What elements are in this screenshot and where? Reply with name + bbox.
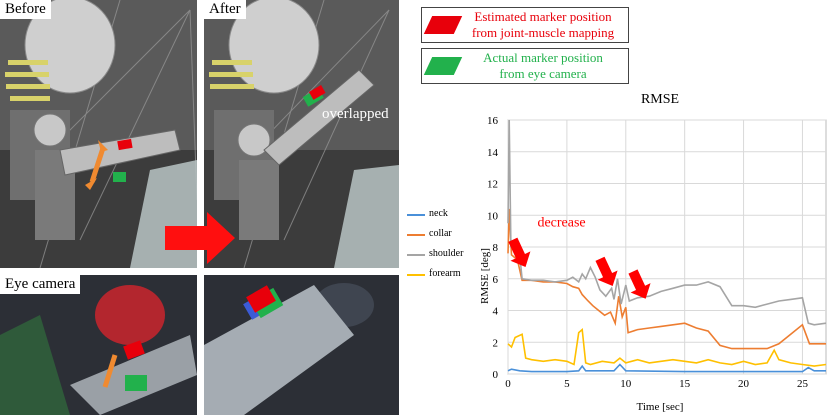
actual-legend-line1: Actual marker position bbox=[483, 50, 603, 65]
chart-title: RMSE bbox=[641, 92, 679, 107]
series-line-shoulder bbox=[507, 119, 827, 326]
series-line-collar bbox=[507, 208, 826, 350]
annotation-layer: decrease bbox=[508, 215, 651, 299]
x-tick-label: 5 bbox=[564, 378, 570, 390]
legend-line-forearm bbox=[407, 274, 425, 276]
before-label: Before bbox=[0, 0, 51, 19]
x-axis-label: Time [sec] bbox=[637, 401, 684, 413]
decrease-arrow-icon bbox=[595, 256, 618, 287]
actual-legend-text: Actual marker position from eye camera bbox=[462, 50, 624, 82]
actual-marker-swatch bbox=[423, 57, 463, 75]
y-tick-label: 8 bbox=[493, 242, 499, 254]
tick-layer: 0 5 10 15 20 25 0 2 4 6 8 10 12 14 16 bbox=[487, 115, 808, 390]
series-layer bbox=[507, 119, 827, 373]
legend-line-neck bbox=[407, 214, 425, 216]
legend-line-shoulder bbox=[407, 254, 425, 256]
estimated-legend: Estimated marker position from joint-mus… bbox=[421, 7, 629, 43]
y-tick-label: 0 bbox=[493, 369, 499, 381]
actual-legend-line2: from eye camera bbox=[499, 66, 587, 81]
eye-camera-photo: Eye camera bbox=[0, 275, 197, 415]
rmse-chart: RMSE RMSE [deg] Time [sec] 0 5 10 15 20 25 0 2 4… bbox=[479, 92, 827, 413]
after-robot-illustration bbox=[204, 0, 399, 268]
estimated-legend-line2: from joint-muscle mapping bbox=[471, 25, 615, 40]
legend-label-collar: collar bbox=[429, 228, 452, 239]
eye-camera-label: Eye camera bbox=[0, 275, 81, 294]
y-axis-label: RMSE [deg] bbox=[479, 248, 491, 304]
before-photo: Before bbox=[0, 0, 197, 268]
after-eye-camera-illustration bbox=[204, 275, 399, 415]
eye-camera-illustration bbox=[0, 275, 197, 415]
after-photo: After overlapped bbox=[204, 0, 399, 268]
x-tick-label: 0 bbox=[505, 378, 511, 390]
legend-label-forearm: forearm bbox=[429, 268, 461, 279]
series-line-forearm bbox=[507, 327, 827, 367]
overlapped-label: overlapped bbox=[322, 106, 389, 122]
transition-arrow-icon bbox=[165, 212, 235, 264]
legend-line-collar bbox=[407, 234, 425, 236]
y-tick-label: 2 bbox=[493, 337, 499, 349]
decrease-arrow-icon bbox=[628, 269, 651, 299]
after-label: After bbox=[204, 0, 246, 19]
legend-label-shoulder: shoulder bbox=[429, 248, 464, 259]
after-eye-camera-photo bbox=[204, 275, 399, 415]
y-tick-label: 6 bbox=[493, 274, 499, 286]
x-tick-label: 10 bbox=[620, 378, 632, 390]
series-line-neck bbox=[507, 363, 826, 373]
x-tick-label: 15 bbox=[679, 378, 691, 390]
estimated-legend-line1: Estimated marker position bbox=[474, 9, 612, 24]
actual-legend: Actual marker position from eye camera bbox=[421, 48, 629, 84]
decrease-arrow-icon bbox=[508, 237, 531, 267]
estimated-legend-text: Estimated marker position from joint-mus… bbox=[462, 9, 624, 41]
y-tick-label: 12 bbox=[487, 179, 498, 191]
y-tick-label: 4 bbox=[493, 306, 499, 318]
chart-grid bbox=[507, 119, 827, 375]
x-tick-label: 20 bbox=[738, 378, 750, 390]
legend-label-neck: neck bbox=[429, 208, 448, 219]
y-tick-label: 16 bbox=[487, 115, 499, 127]
decrease-label: decrease bbox=[537, 215, 585, 230]
y-tick-label: 14 bbox=[487, 147, 499, 159]
before-robot-illustration bbox=[0, 0, 197, 268]
y-tick-label: 10 bbox=[487, 210, 499, 222]
x-tick-label: 25 bbox=[797, 378, 809, 390]
estimated-marker-swatch bbox=[423, 16, 463, 34]
